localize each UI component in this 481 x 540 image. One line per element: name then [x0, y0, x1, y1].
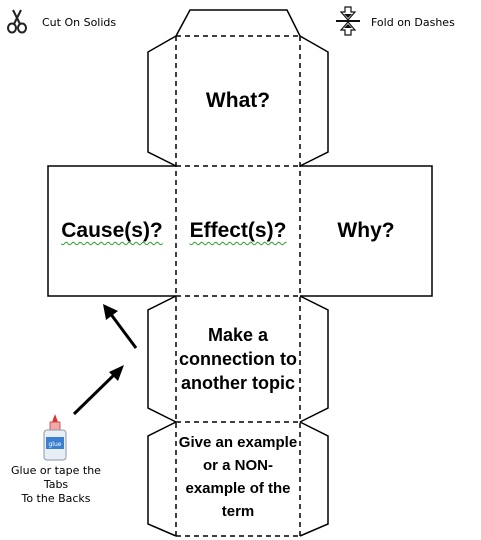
face-what: What? [205, 89, 271, 112]
face-example: Give an example or a NON-example of the … [178, 434, 298, 520]
face-effect: Effect(s)? [176, 166, 300, 296]
cut-legend: Cut On Solids [6, 8, 116, 37]
what-left-tab [147, 35, 177, 167]
fold-arrows-icon [335, 6, 361, 39]
what-right-tab [299, 35, 329, 167]
glue-arrow-upper [103, 304, 138, 349]
glue-arrow-lower [72, 365, 124, 416]
glue-bottle-icon: glue [42, 413, 68, 466]
face-why: Why? [337, 219, 395, 242]
connect-left-tab [147, 295, 177, 423]
face-effect-text: Effect(s)? [189, 219, 287, 242]
example-left-tab [147, 421, 177, 537]
glue-bottle-label: glue [49, 441, 62, 448]
example-right-tab [299, 421, 329, 537]
face-cause: Cause(s)? [48, 166, 176, 296]
scissors-icon [6, 8, 28, 37]
glue-caption-line1: Glue or tape the Tabs [11, 464, 101, 491]
glue-caption-line2: To the Backs [21, 492, 91, 505]
connect-right-tab [299, 295, 329, 423]
glue-caption: Glue or tape the Tabs To the Backs [0, 464, 112, 506]
face-connection: Make a connection to another topic [179, 325, 297, 393]
why-face-outline [300, 165, 433, 297]
top-tab [175, 9, 301, 37]
cut-legend-label: Cut On Solids [42, 16, 117, 29]
face-cause-text: Cause(s)? [61, 219, 163, 242]
fold-legend-label: Fold on Dashes [371, 16, 455, 29]
cause-face-outline [47, 165, 176, 297]
fold-legend: Fold on Dashes [335, 6, 455, 39]
